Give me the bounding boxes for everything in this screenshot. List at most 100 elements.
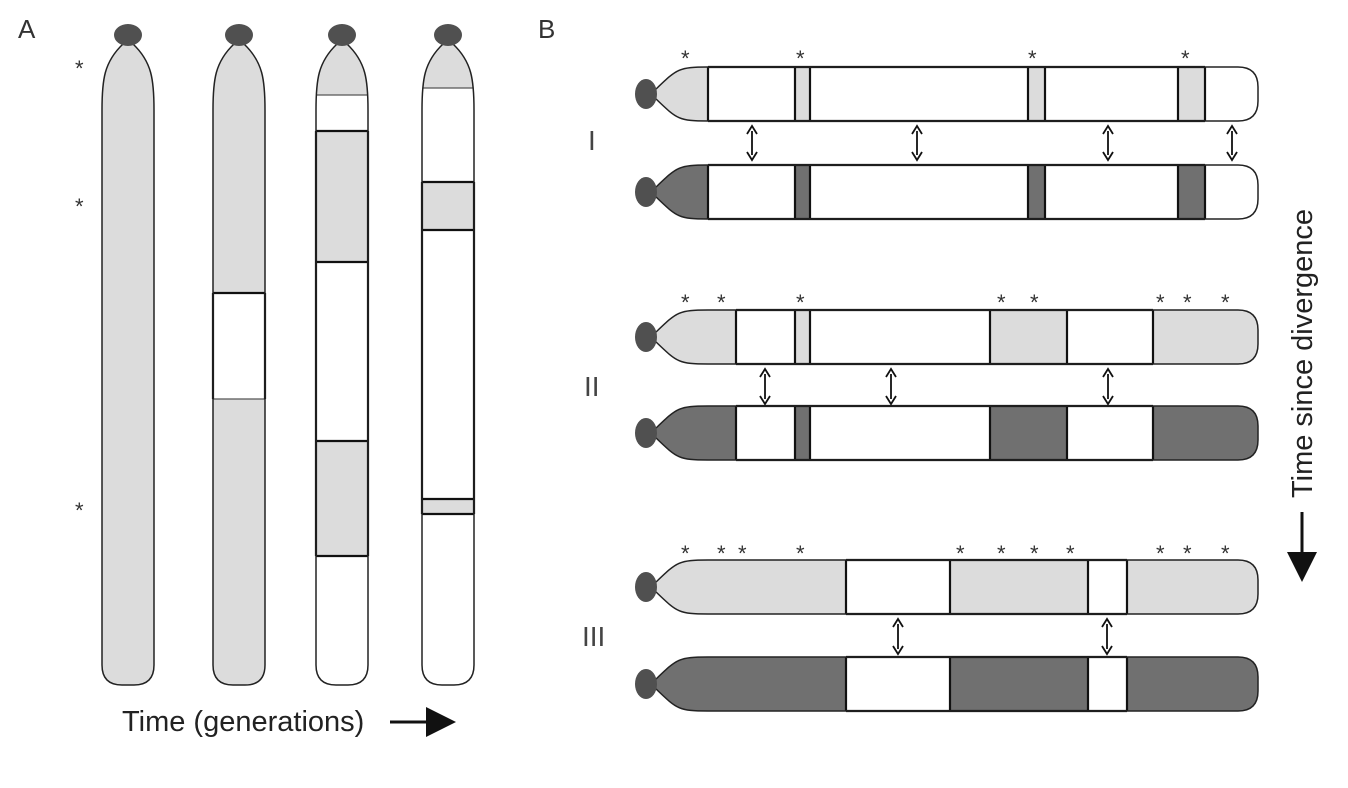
- chromosome-band: [1127, 560, 1258, 614]
- panel-b-stars: ***********************: [681, 46, 1230, 566]
- chromosome-band: [316, 441, 368, 556]
- chromosome-bands: [316, 44, 368, 685]
- double-arrow-head: [1101, 645, 1113, 656]
- chromosome-band: [316, 556, 368, 685]
- chromosome-band: [795, 165, 810, 219]
- double-arrow-head: [885, 395, 897, 406]
- panel-a-chromosomes: [101, 24, 476, 686]
- star-marker: *: [997, 290, 1006, 315]
- centromere: [635, 322, 657, 352]
- panel-a: A * * * Time (generations): [18, 14, 476, 738]
- panel-b-chromosomes: [635, 65, 1259, 713]
- chromosome: [635, 65, 1259, 123]
- chromosome-band: [422, 44, 474, 88]
- double-arrow: [885, 367, 897, 406]
- chromosome: [635, 163, 1259, 221]
- centromere: [635, 418, 657, 448]
- chromosome: [635, 558, 1259, 616]
- chromosome-outline: [315, 43, 369, 686]
- chromosome-band: [316, 262, 368, 441]
- star-marker: *: [796, 290, 805, 315]
- chromosome-outline: [654, 405, 1259, 461]
- centromere: [225, 24, 253, 46]
- chromosome-band: [213, 293, 265, 399]
- chromosome-outline: [654, 656, 1259, 712]
- chromosome-outline: [654, 309, 1259, 365]
- star-marker: *: [956, 541, 965, 566]
- chromosome-band: [316, 131, 368, 262]
- chromosome-band: [950, 657, 1088, 711]
- chromosome-bands: [102, 44, 154, 685]
- panel-a-label: A: [18, 14, 36, 44]
- chromosome-band: [655, 657, 846, 711]
- double-arrow-head: [1102, 124, 1114, 135]
- star-marker: *: [717, 290, 726, 315]
- chromosome-band: [655, 67, 1258, 121]
- double-arrow-head: [759, 367, 771, 378]
- chromosome-band: [422, 514, 474, 685]
- chromosome-band: [655, 560, 846, 614]
- panel-b-time-label: Time since divergence: [1287, 209, 1319, 498]
- centromere: [635, 79, 657, 109]
- chromosome-band: [1178, 67, 1205, 121]
- centromere: [434, 24, 462, 46]
- star-marker: *: [1221, 290, 1230, 315]
- double-arrow: [746, 124, 758, 162]
- chromosome-bands: [655, 406, 1258, 460]
- panel-a-time-label: Time (generations): [122, 706, 364, 738]
- chromosome: [420, 24, 476, 686]
- star-marker: *: [1028, 46, 1037, 71]
- chromosome-band: [795, 310, 810, 364]
- double-arrow-head: [1102, 151, 1114, 162]
- star-marker: *: [75, 498, 84, 523]
- star-marker: *: [681, 46, 690, 71]
- chromosome: [635, 308, 1259, 366]
- star-marker: *: [738, 541, 747, 566]
- chromosome-band: [655, 406, 736, 460]
- double-arrow-head: [892, 645, 904, 656]
- star-marker: *: [681, 541, 690, 566]
- double-arrow-head: [885, 367, 897, 378]
- panel-b-label: B: [538, 14, 555, 44]
- star-marker: *: [1156, 541, 1165, 566]
- chromosome-outline: [654, 164, 1259, 220]
- chromosome-band: [795, 406, 810, 460]
- chromosome-band: [422, 499, 474, 514]
- double-arrow-head: [911, 151, 923, 162]
- chromosome: [314, 24, 370, 686]
- double-arrow-head: [746, 124, 758, 135]
- double-arrow: [1101, 617, 1113, 656]
- star-marker: *: [1221, 541, 1230, 566]
- chromosome-band: [1153, 406, 1258, 460]
- chromosome-band: [316, 44, 368, 95]
- chromosome-band: [990, 310, 1067, 364]
- centromere: [635, 177, 657, 207]
- chromosome-bands: [213, 44, 265, 685]
- chromosome-bands: [655, 310, 1258, 364]
- chromosome-band: [655, 67, 708, 121]
- chromosome-band: [1127, 657, 1258, 711]
- chromosome-band: [990, 406, 1067, 460]
- star-marker: *: [717, 541, 726, 566]
- chromosome-band: [102, 44, 154, 685]
- chromosome-bands: [655, 67, 1258, 121]
- double-arrow-head: [1226, 124, 1238, 135]
- double-arrow: [911, 124, 923, 162]
- stage-label-iii: III: [582, 621, 605, 652]
- chromosome-band: [422, 88, 474, 182]
- chromosome-bands: [655, 165, 1258, 219]
- chromosome-outline: [654, 559, 1259, 615]
- star-marker: *: [1181, 46, 1190, 71]
- chromosome-band: [213, 44, 265, 293]
- chromosome-bands: [655, 657, 1258, 711]
- chromosome-bands: [422, 44, 474, 685]
- star-marker: *: [796, 541, 805, 566]
- double-arrow-head: [1102, 395, 1114, 406]
- chromosome-band: [795, 67, 810, 121]
- centromere: [635, 669, 657, 699]
- centromere: [635, 572, 657, 602]
- chromosome-outline: [654, 66, 1259, 122]
- chromosome-band: [950, 560, 1088, 614]
- stage-label-i: I: [588, 125, 596, 156]
